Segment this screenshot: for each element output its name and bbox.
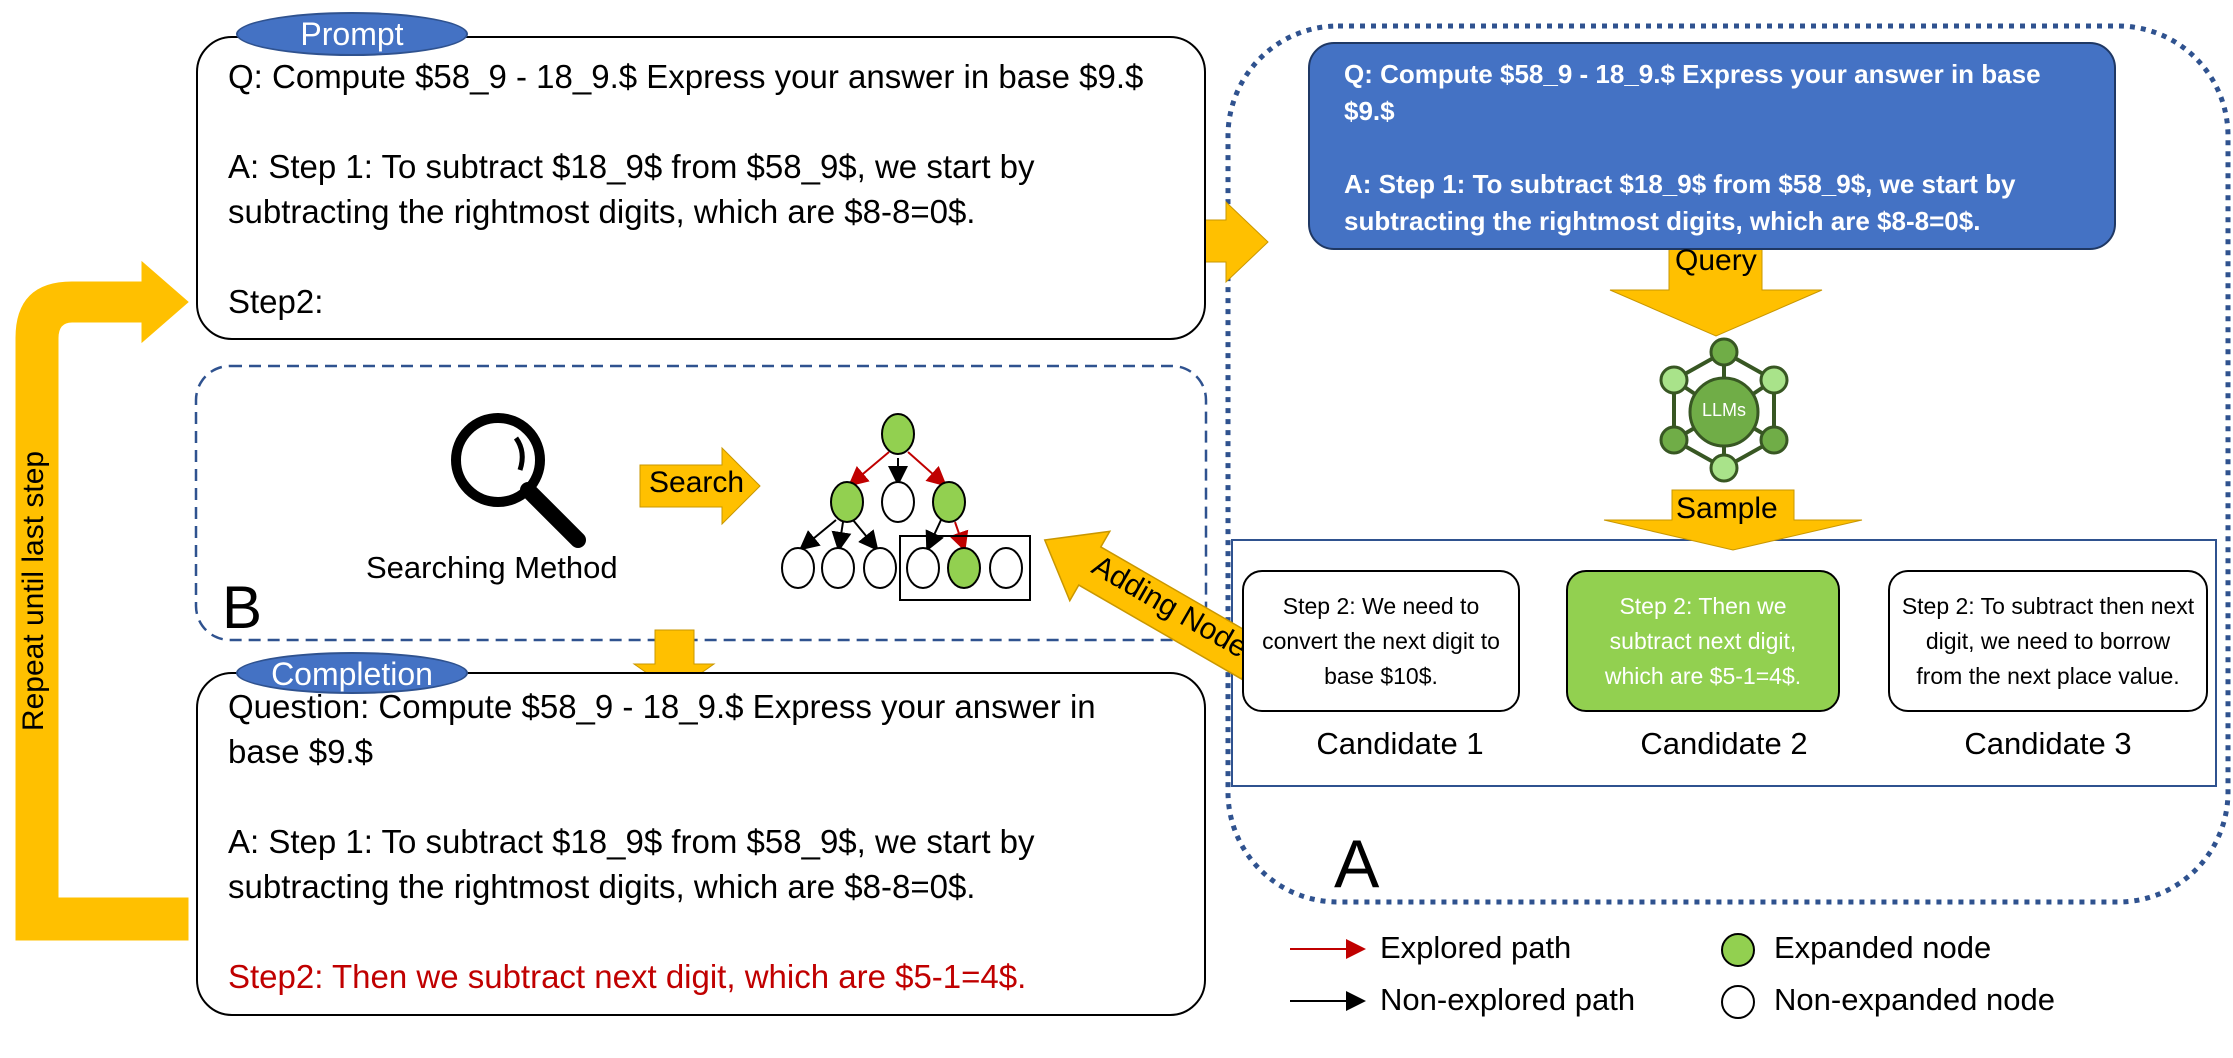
prompt-box: Q: Compute $58_9 - 18_9.$ Express your a…: [196, 36, 1206, 340]
tree-node: [881, 481, 915, 523]
legend-non-explored-path: Non-explored path: [1380, 982, 1636, 1017]
panel-b-letter: B: [222, 574, 263, 641]
candidate-1-box: Step 2: We need to convert the next digi…: [1242, 570, 1520, 712]
llm-hub-icon: [1659, 337, 1789, 483]
candidate-2-box: Step 2: Then we subtract next digit, whi…: [1566, 570, 1840, 712]
candidate-2-label: Candidate 2: [1640, 726, 1808, 761]
prompt-step2: Step2:: [228, 283, 324, 320]
legend-non-expanded-node: Non-expanded node: [1774, 982, 2055, 1017]
completion-step2: Step2: Then we subtract next digit, whic…: [228, 958, 1027, 995]
tree-node: [830, 481, 864, 523]
tree-node: [781, 547, 815, 589]
repeat-label: Repeat until last step: [17, 450, 50, 732]
tree-node: [947, 547, 981, 589]
tree-node: [906, 547, 940, 589]
panel-a-frame: [1225, 23, 2231, 905]
search-tree: [781, 413, 1031, 601]
candidate-3-box: Step 2: To subtract then next digit, we …: [1888, 570, 2208, 712]
candidate-3-label: Candidate 3: [1964, 726, 2132, 761]
sample-arrow: [1603, 489, 1863, 551]
tree-node: [821, 547, 855, 589]
candidate-nodes-box: [899, 535, 1031, 601]
prompt-step1: A: Step 1: To subtract $18_9$ from $58_9…: [228, 148, 1035, 230]
query-box: Q: Compute $58_9 - 18_9.$ Express your a…: [1308, 42, 2116, 250]
completion-question: Question: Compute $58_9 - 18_9.$ Express…: [228, 688, 1096, 770]
tree-node: [989, 547, 1023, 589]
magnifier-icon: [451, 413, 586, 548]
repeat-loop-arrow: [15, 260, 189, 941]
legend-explored-path: Explored path: [1380, 930, 1572, 965]
search-arrow: [639, 446, 761, 526]
sample-label: Sample: [1676, 492, 1778, 525]
prompt-tag: Prompt: [236, 12, 468, 56]
query-step1: A: Step 1: To subtract $18_9$ from $58_9…: [1344, 169, 2016, 236]
llm-label: LLMs: [1701, 400, 1746, 420]
query-label: Query: [1675, 244, 1757, 277]
search-arrow-label: Search: [649, 466, 745, 499]
searching-method-label: Searching Method: [366, 550, 618, 585]
tree-node: [863, 547, 897, 589]
panel-a-letter: A: [1334, 826, 1380, 902]
prompt-question: Q: Compute $58_9 - 18_9.$ Express your a…: [228, 58, 1144, 95]
non-expanded-node-legend-icon: [1721, 985, 1755, 1019]
completion-tag: Completion: [236, 652, 468, 694]
query-arrow: [1609, 241, 1823, 337]
legend-expanded-node: Expanded node: [1774, 930, 1992, 965]
query-question: Q: Compute $58_9 - 18_9.$ Express your a…: [1344, 59, 2041, 126]
completion-step1: A: Step 1: To subtract $18_9$ from $58_9…: [228, 823, 1035, 905]
tree-node: [932, 481, 966, 523]
expanded-node-legend-icon: [1721, 933, 1755, 967]
candidate-1-label: Candidate 1: [1316, 726, 1484, 761]
completion-box: Question: Compute $58_9 - 18_9.$ Express…: [196, 672, 1206, 1016]
tree-node-root: [881, 413, 915, 455]
